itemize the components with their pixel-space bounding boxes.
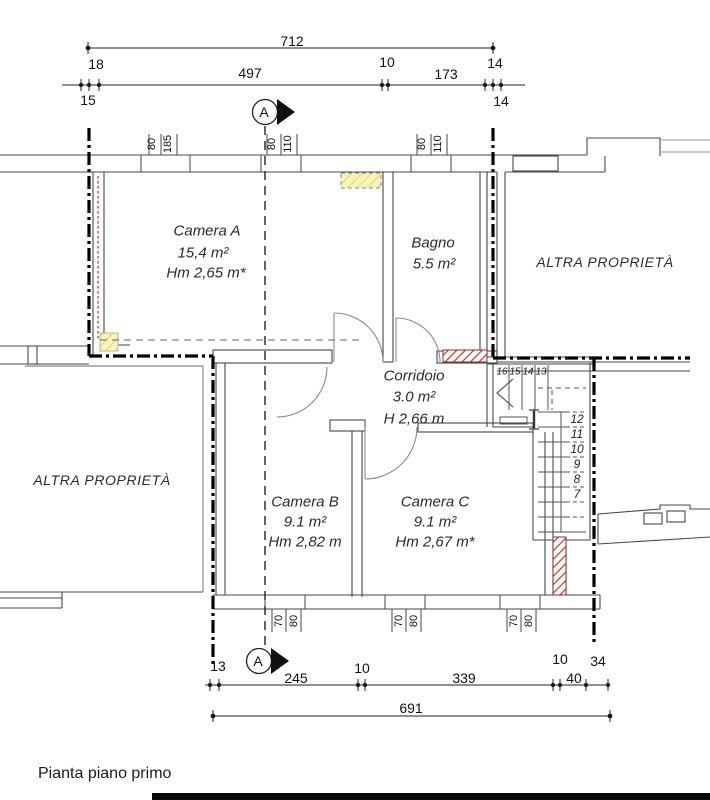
- stair-number: 7: [573, 487, 581, 501]
- dim-bottom-total: 691: [399, 700, 423, 716]
- stairs: [496, 365, 586, 533]
- window-label: 80: [416, 137, 428, 151]
- dim-top-below-left: 15: [80, 92, 96, 108]
- stair-number: 16: [496, 366, 508, 378]
- red-hatch-corridor: [442, 349, 488, 363]
- dim-top-18: 18: [88, 56, 104, 72]
- section-marker-top-arrow: [277, 99, 295, 125]
- dim-top-497: 497: [238, 65, 262, 81]
- stair-number: 11: [570, 427, 584, 441]
- stair-number: 10: [570, 442, 584, 456]
- dim-bottom-40: 40: [566, 670, 582, 686]
- dim-bottom-34: 34: [590, 653, 606, 669]
- stair-number: 15: [509, 366, 521, 378]
- hatch-patches: [97, 172, 567, 596]
- stair-number: 12: [570, 412, 584, 426]
- dim-top-below-right: 14: [493, 93, 509, 109]
- bottom-scan-bar: [152, 793, 710, 800]
- yellow-hatch-top: [340, 172, 382, 189]
- section-marker-bottom-arrow: [271, 648, 289, 674]
- window-label: 80: [408, 614, 420, 628]
- window-markers: [140, 134, 541, 632]
- room-camera-b-height: Hm 2,82 m: [268, 533, 342, 551]
- room-camera-c-area: 9.1 m²: [413, 513, 457, 531]
- stair-number: 13: [535, 366, 547, 378]
- stair-direction-arrow: [496, 378, 514, 408]
- room-camera-b-name: Camera B: [271, 493, 339, 511]
- window-label: 70: [508, 614, 520, 628]
- stair-number: 9: [573, 457, 581, 471]
- window-label: 80: [146, 137, 158, 151]
- section-markers: [245, 98, 295, 675]
- room-camera-c-height: Hm 2,67 m*: [395, 533, 475, 551]
- dim-bottom-10b: 10: [552, 651, 568, 667]
- window-label: 185: [162, 134, 174, 154]
- room-camera-a-name: Camera A: [173, 222, 241, 240]
- room-camera-a-height: Hm 2,65 m*: [166, 264, 246, 282]
- room-camera-b-area: 9.1 m²: [283, 513, 327, 531]
- window-label: 80: [523, 614, 535, 628]
- section-marker-bottom-label: A: [253, 653, 263, 669]
- yellow-hatch-corner: [99, 332, 119, 352]
- dim-bottom-13: 13: [210, 658, 226, 674]
- dim-top-14: 14: [487, 55, 503, 71]
- label-altra-proprieta-right: ALTRA PROPRIETÀ: [536, 254, 674, 270]
- room-corridoio-height: H 2,66 m: [383, 410, 445, 428]
- room-corridoio-area: 3.0 m²: [392, 388, 436, 406]
- stair-number: 8: [573, 472, 581, 486]
- dimension-lines: [62, 42, 613, 722]
- room-bagno-name: Bagno: [411, 234, 455, 252]
- section-line: [100, 126, 362, 648]
- dim-bottom-10a: 10: [354, 660, 370, 676]
- door-swings: [276, 312, 441, 480]
- room-camera-a-area: 15,4 m²: [177, 244, 229, 262]
- dim-top-10: 10: [379, 54, 395, 70]
- red-hatch-shaft: [552, 536, 567, 596]
- room-camera-c-name: Camera C: [400, 493, 470, 511]
- dim-top-173: 173: [434, 66, 458, 82]
- room-bagno-area: 5.5 m²: [412, 255, 456, 273]
- window-label: 70: [273, 614, 285, 628]
- label-altra-proprieta-left: ALTRA PROPRIETÀ: [33, 472, 171, 488]
- stair-handrail: [499, 416, 528, 425]
- property-boundary: [87, 128, 690, 668]
- room-corridoio-name: Corridoio: [383, 367, 445, 385]
- window-label: 110: [282, 135, 294, 153]
- section-marker-top-label: A: [259, 104, 269, 120]
- dim-bottom-245: 245: [284, 670, 308, 686]
- dim-top-total: 712: [280, 33, 304, 49]
- stair-number: 14: [522, 366, 534, 378]
- drawing-title: Pianta piano primo: [38, 765, 172, 782]
- walls: [0, 137, 710, 610]
- window-label: 80: [288, 614, 300, 628]
- window-label: 110: [432, 135, 444, 153]
- window-label: 80: [266, 137, 278, 151]
- window-label: 70: [393, 614, 405, 628]
- dim-bottom-339: 339: [452, 670, 476, 686]
